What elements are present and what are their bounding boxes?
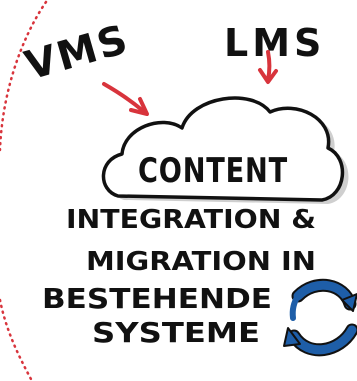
content-cloud [101,96,345,202]
dotted-border-arc-bottom [0,298,34,381]
caption-line-3: BESTEHENDE [42,282,272,315]
caption-line-1: INTEGRATION & [66,205,316,235]
caption-line-4: SYSTEME [92,316,260,349]
sync-arrows-icon [283,278,357,357]
vms-arrow [102,82,149,116]
lms-label: LMS [224,21,325,65]
lms-arrow [258,50,278,84]
caption-line-2: MIGRATION IN [86,247,316,277]
dotted-border-arc [0,0,48,152]
vms-label: VMS [20,16,134,89]
content-label: CONTENT [138,151,288,191]
